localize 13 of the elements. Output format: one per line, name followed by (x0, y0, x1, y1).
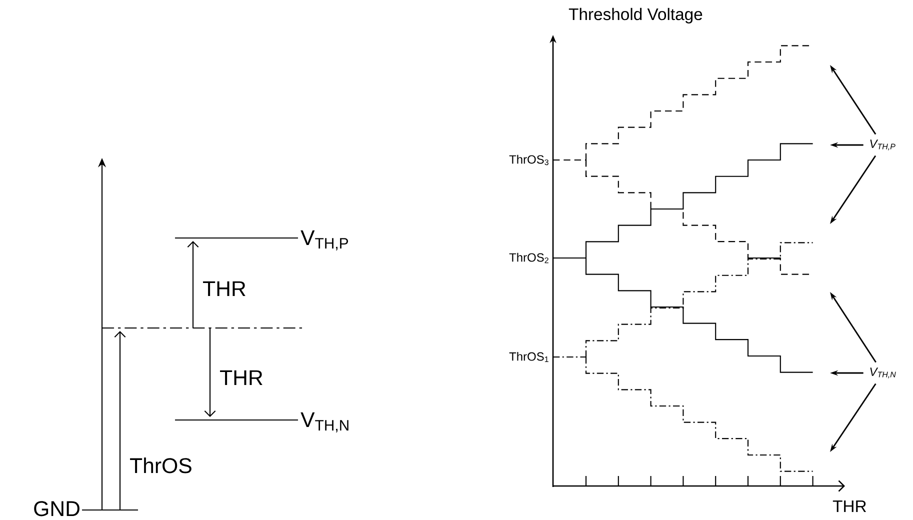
signal-label: V$_{TH,P}$ (870, 140, 896, 150)
tick-label: ThrOS$_{1}$ (509, 352, 548, 362)
signal-label: V$_{TH,N}$ (870, 368, 896, 378)
level-label: V$_{TH,P}$ (300, 230, 348, 250)
axis-title: Threshold Voltage (568, 8, 702, 24)
ground-label: GND (34, 501, 80, 516)
arrow-label: THR (203, 281, 246, 296)
axis-label: THR (832, 500, 866, 512)
tick-label: ThrOS$_{3}$ (509, 154, 548, 166)
arrow-label: THR (220, 370, 262, 385)
arrow-label: ThrOS (130, 458, 192, 474)
tick-label: ThrOS$_{2}$ (509, 252, 548, 264)
level-label: V$_{TH,N}$ (300, 412, 348, 432)
